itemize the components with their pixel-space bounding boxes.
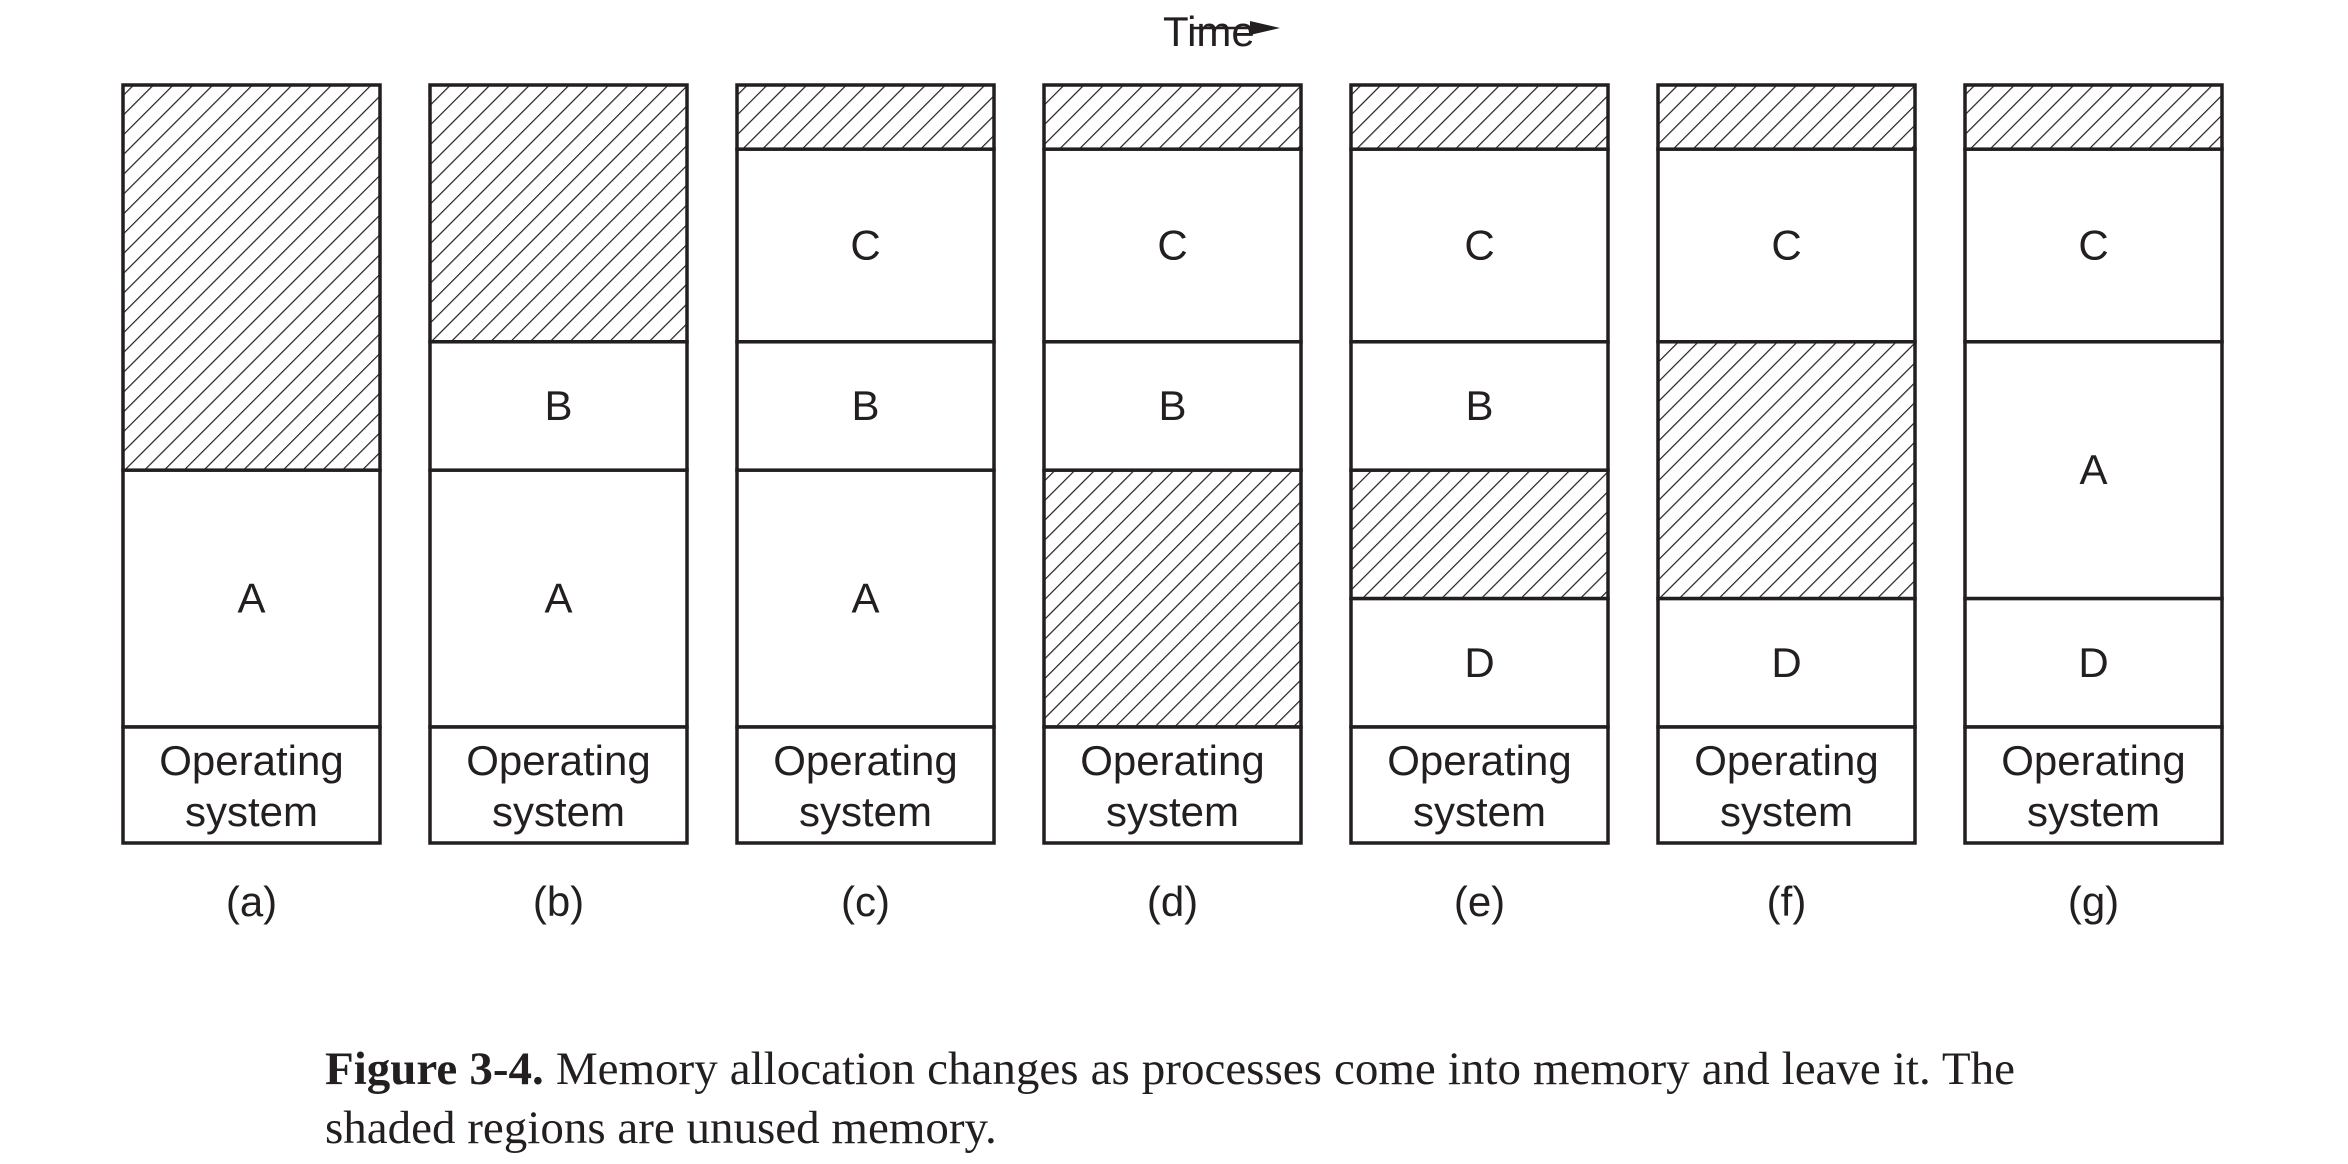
column-label: (b): [533, 878, 584, 925]
os-label-line1: Operating: [2001, 737, 2185, 784]
process-region: [1042, 340, 1303, 472]
figure-caption: Figure 3-4. Memory allocation changes as…: [325, 1040, 2015, 1158]
caption-text: Memory allocation changes as processes c…: [325, 1043, 2016, 1154]
process-label: D: [1464, 639, 1494, 686]
process-region: [428, 468, 689, 729]
os-label-line1: Operating: [159, 737, 343, 784]
os-label-line2: system: [1720, 788, 1853, 835]
os-label-line2: system: [1106, 788, 1239, 835]
time-axis: Time: [1163, 8, 1280, 55]
column-label: (c): [841, 878, 890, 925]
process-label: A: [237, 575, 265, 622]
time-arrow-head: [1250, 21, 1280, 35]
process-region: [428, 340, 689, 472]
column-label: (g): [2068, 878, 2119, 925]
process-label: C: [2078, 222, 2108, 269]
process-region: [1349, 340, 1610, 472]
figure-number: Figure 3-4.: [325, 1043, 544, 1095]
os-label-line2: system: [185, 788, 318, 835]
unused-memory-region: [1349, 468, 1610, 601]
unused-memory-region: [1963, 83, 2224, 151]
os-label-line2: system: [2027, 788, 2160, 835]
unused-memory-region: [1656, 83, 1917, 151]
os-region: [1042, 725, 1303, 845]
process-label: A: [544, 575, 572, 622]
process-region: [1349, 596, 1610, 729]
process-label: C: [1771, 222, 1801, 269]
os-label-line1: Operating: [466, 737, 650, 784]
process-label: B: [1158, 382, 1186, 429]
unused-memory-region: [1349, 83, 1610, 151]
process-region: [1963, 596, 2224, 729]
process-region: [735, 340, 996, 472]
unused-memory-region: [1042, 83, 1303, 151]
column-label: (e): [1454, 878, 1505, 925]
os-label-line2: system: [1413, 788, 1546, 835]
unused-memory-region: [735, 83, 996, 151]
process-region: [735, 468, 996, 729]
process-label: A: [851, 575, 879, 622]
column-label: (f): [1767, 878, 1807, 925]
time-label: Time: [1163, 8, 1255, 55]
os-region: [121, 725, 382, 845]
process-label: B: [851, 382, 879, 429]
os-region: [1349, 725, 1610, 845]
process-label: B: [544, 382, 572, 429]
process-region: [1042, 147, 1303, 344]
os-region: [1656, 725, 1917, 845]
process-label: C: [1157, 222, 1187, 269]
process-region: [1963, 340, 2224, 601]
process-label: C: [850, 222, 880, 269]
process-label: C: [1464, 222, 1494, 269]
os-label-line1: Operating: [1387, 737, 1571, 784]
process-label: D: [1771, 639, 1801, 686]
os-label-line2: system: [799, 788, 932, 835]
os-region: [428, 725, 689, 845]
os-label-line1: Operating: [1694, 737, 1878, 784]
process-label: D: [2078, 639, 2108, 686]
column-label: (d): [1147, 878, 1198, 925]
unused-memory-region: [428, 83, 689, 344]
os-region: [1963, 725, 2224, 845]
os-label-line2: system: [492, 788, 625, 835]
os-label-line1: Operating: [1080, 737, 1264, 784]
unused-memory-region: [121, 83, 382, 472]
os-label-line1: Operating: [773, 737, 957, 784]
process-label: A: [2079, 446, 2107, 493]
os-region: [735, 725, 996, 845]
column-label: (a): [226, 878, 277, 925]
unused-memory-region: [1042, 468, 1303, 729]
process-label: B: [1465, 382, 1493, 429]
unused-memory-region: [1656, 340, 1917, 601]
process-region: [1349, 147, 1610, 344]
